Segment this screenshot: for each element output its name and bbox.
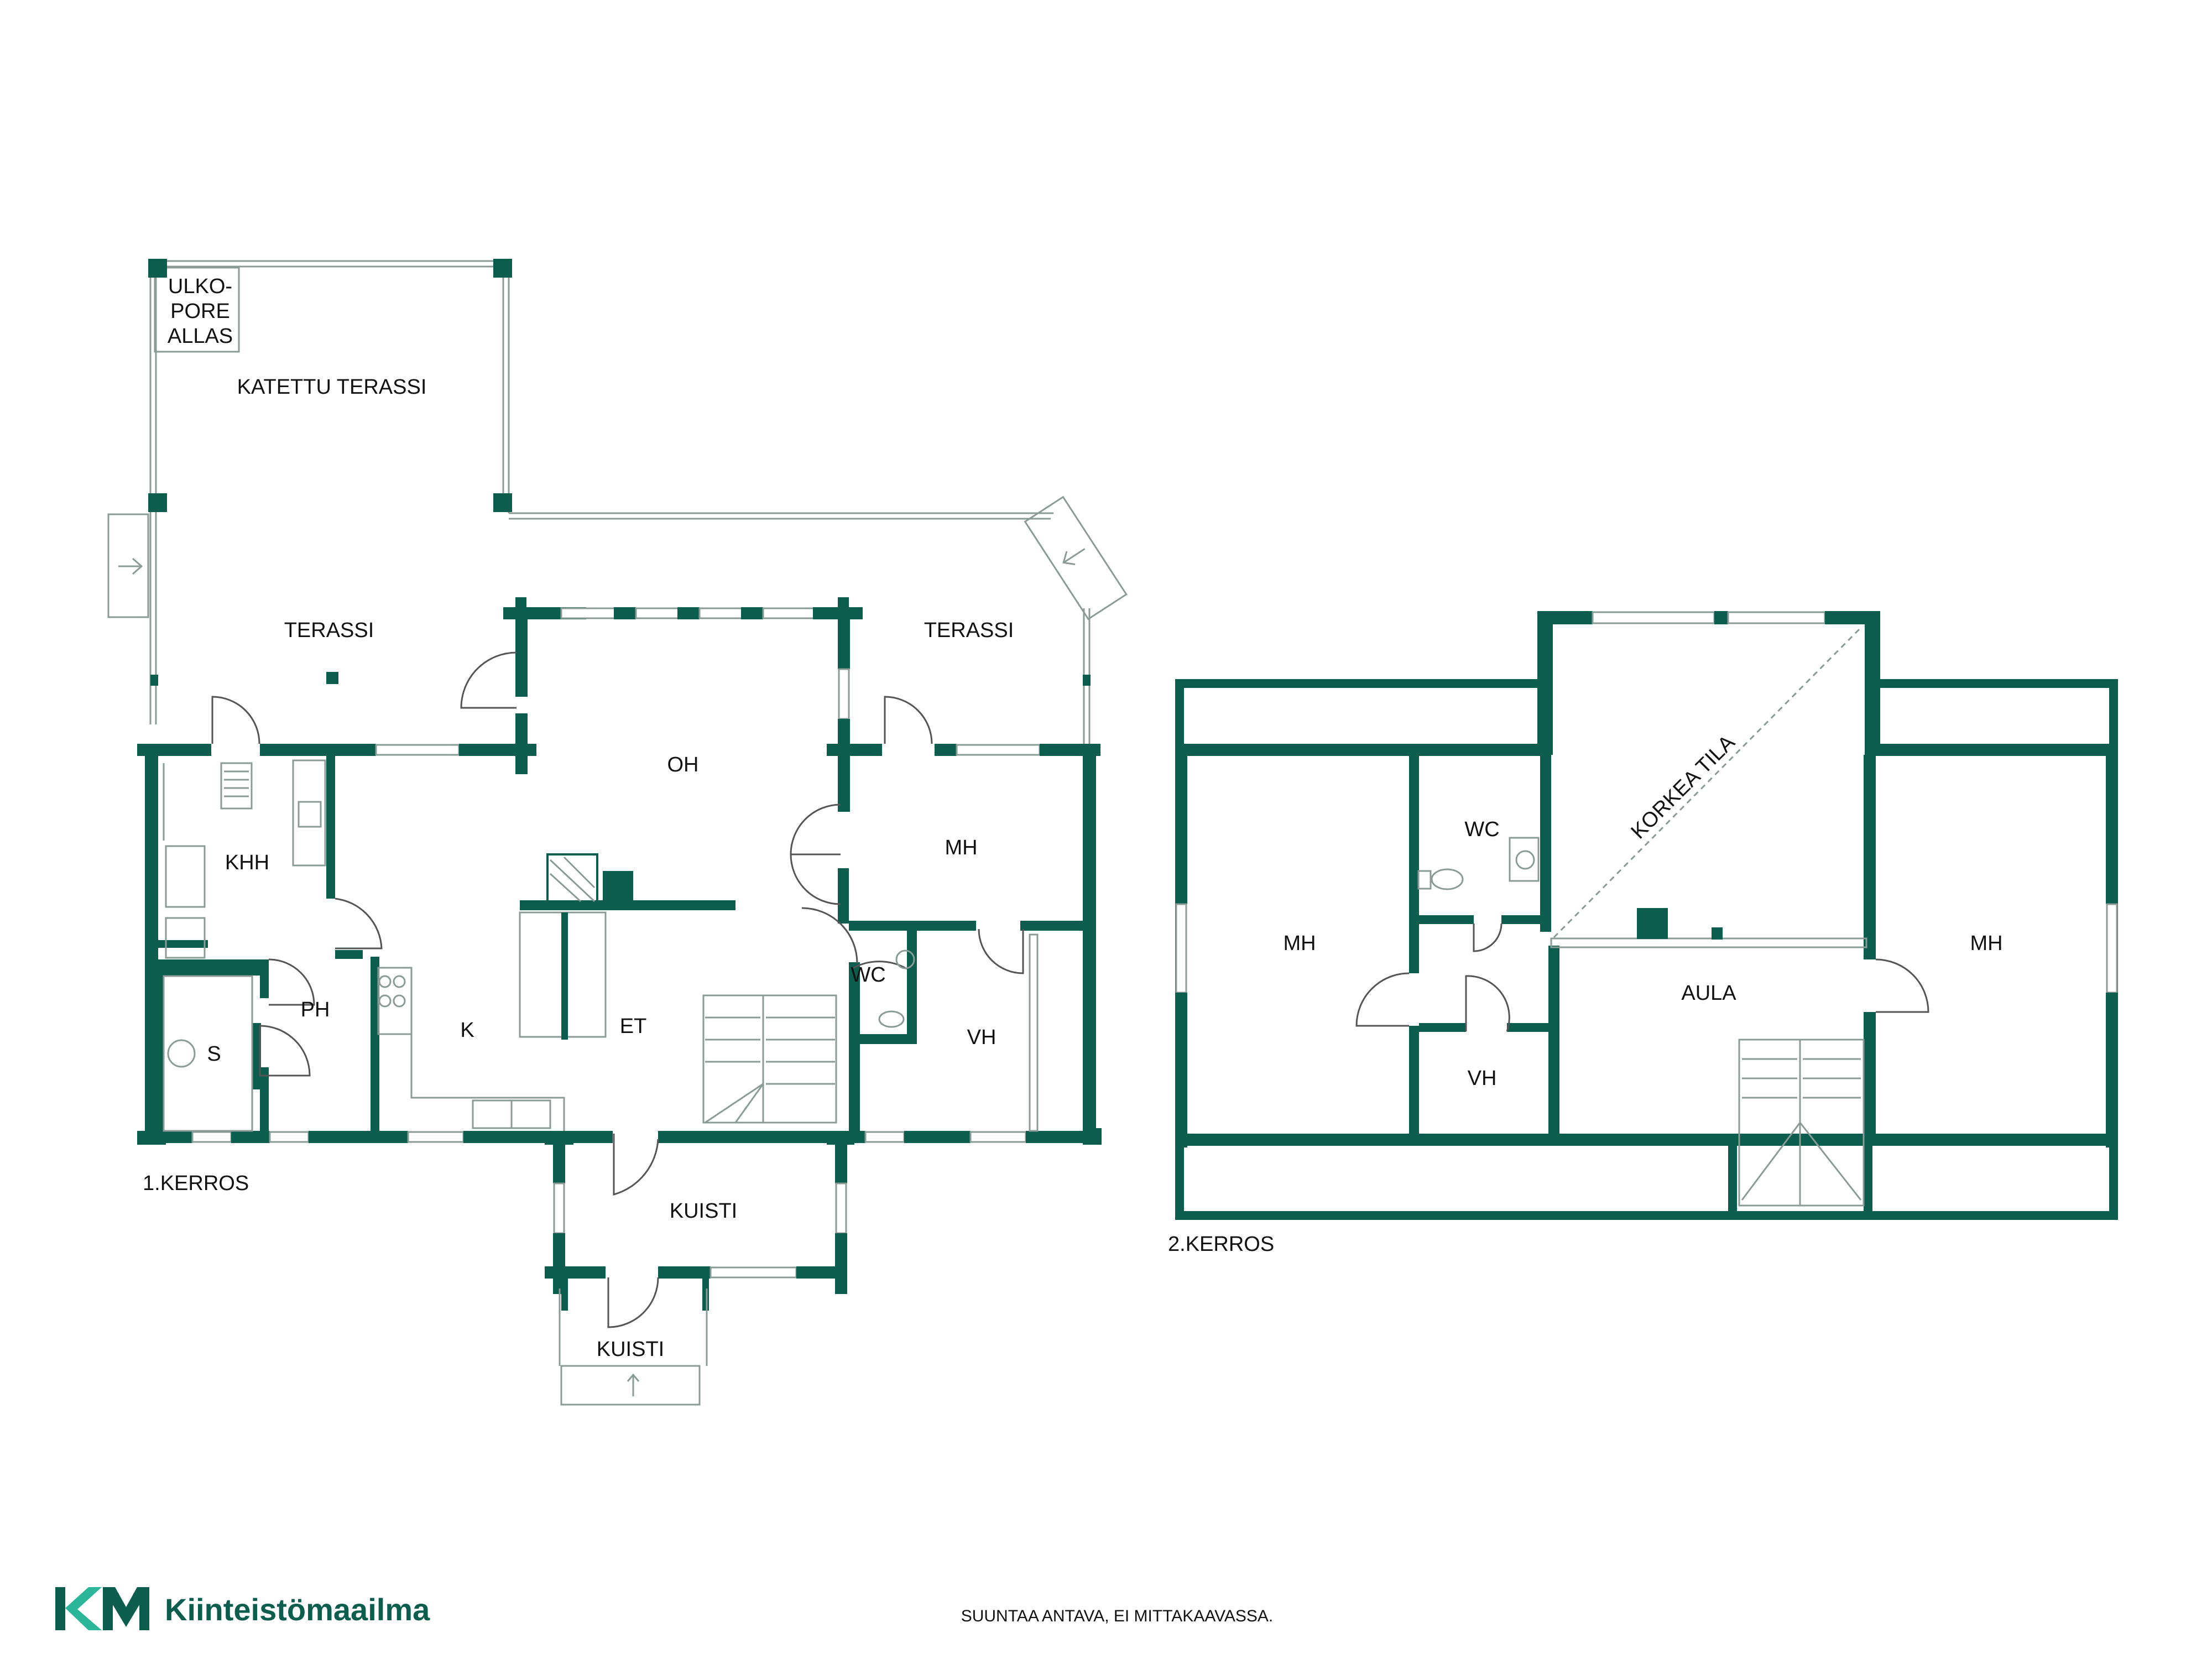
floor-2-doors [1355,923,1929,1032]
room-label-kuisti-upper: KUISTI [670,1199,737,1223]
room-label-wc: WC [1464,818,1499,841]
room-label-katettu-terassi: KATETTU TERASSI [237,375,427,399]
brand-name: Kiinteistömaailma [165,1592,430,1627]
room-label-terassi-east: TERASSI [924,619,1014,642]
room-label-khh: KHH [225,851,269,874]
room-label-ph: PH [301,998,330,1021]
floor-1-label: 1.KERROS [143,1172,249,1195]
floor-2-label: 2.KERROS [1168,1233,1274,1256]
room-label-wc: WC [851,963,885,987]
room-label-kuisti-lower: KUISTI [597,1338,664,1361]
room-label-s: S [207,1042,221,1066]
km-logo-icon [55,1587,149,1630]
floor-2-walls [1175,611,2118,1220]
room-label-ulkoporeallas-3: ALLAS [168,325,233,348]
room-label-korkea-tila: KORKEA TILA [1627,731,1740,843]
room-label-vh: VH [1468,1067,1497,1090]
room-label-et: ET [620,1015,647,1038]
footer: Kiinteistömaailma SUUNTAA ANTAVA, EI MIT… [55,1587,1273,1630]
floor-2-fixtures [1417,837,1865,1207]
covered-terrace-outline [107,259,1128,744]
floor-1-plan: ULKO- PORE ALLAS KATETTU TERASSI TERASSI… [107,259,1128,1406]
room-label-mh-east: MH [1970,932,2002,955]
room-label-terassi-west: TERASSI [284,619,374,642]
room-label-mh-west: MH [1283,932,1316,955]
disclaimer-note: SUUNTAA ANTAVA, EI MITTAKAAVASSA. [961,1607,1274,1625]
room-label-ulkoporeallas-1: ULKO- [168,275,232,298]
floor-1-doors [211,651,1024,1328]
floor-1-room-labels: ULKO- PORE ALLAS KATETTU TERASSI TERASSI… [143,275,1014,1361]
room-label-vh: VH [967,1026,997,1049]
floor-1-walls [137,597,1102,1406]
room-label-ulkoporeallas-2: PORE [170,300,230,323]
room-label-k: K [460,1019,474,1042]
floor-2-plan: MH WC KORKEA TILA AULA MH VH 2.KERROS [1168,611,2118,1256]
floor-1-fixtures [163,759,915,1132]
room-label-aula: AULA [1681,982,1736,1005]
floor-2-room-labels: MH WC KORKEA TILA AULA MH VH 2.KERROS [1168,731,2003,1256]
room-label-oh: OH [667,753,699,776]
room-label-mh: MH [945,836,977,859]
